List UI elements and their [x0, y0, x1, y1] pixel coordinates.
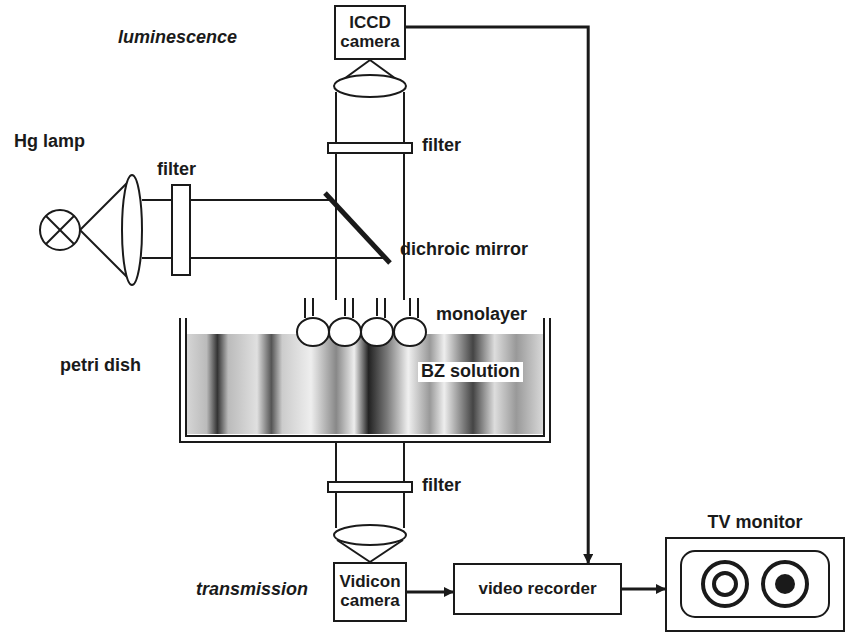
device-label: video recorder [476, 578, 598, 601]
part-label: Hg lamp [14, 132, 85, 152]
part-label: filter [422, 136, 461, 156]
monitor-box: TV monitor [665, 537, 845, 632]
device-box: ICCD camera [334, 5, 406, 60]
part-label: BZ solution [418, 362, 523, 382]
signal-arrow [622, 588, 665, 591]
part-label: monolayer [436, 305, 527, 325]
signal-arrow [406, 27, 588, 563]
monitor-screen [667, 539, 843, 630]
part-label: filter [157, 160, 196, 180]
channel-label: transmission [196, 580, 308, 600]
part-label: petri dish [60, 356, 141, 376]
device-box: Vidicon camera [333, 562, 407, 622]
device-label: Vidicon camera [335, 571, 405, 612]
device-label: ICCD camera [336, 12, 404, 53]
part-label: filter [422, 476, 461, 496]
signal-arrow [407, 591, 453, 594]
monitor-heading: TV monitor [667, 512, 843, 533]
part-label: dichroic mirror [400, 240, 528, 260]
channel-label: luminescence [118, 28, 237, 48]
device-box: video recorder [453, 563, 622, 615]
